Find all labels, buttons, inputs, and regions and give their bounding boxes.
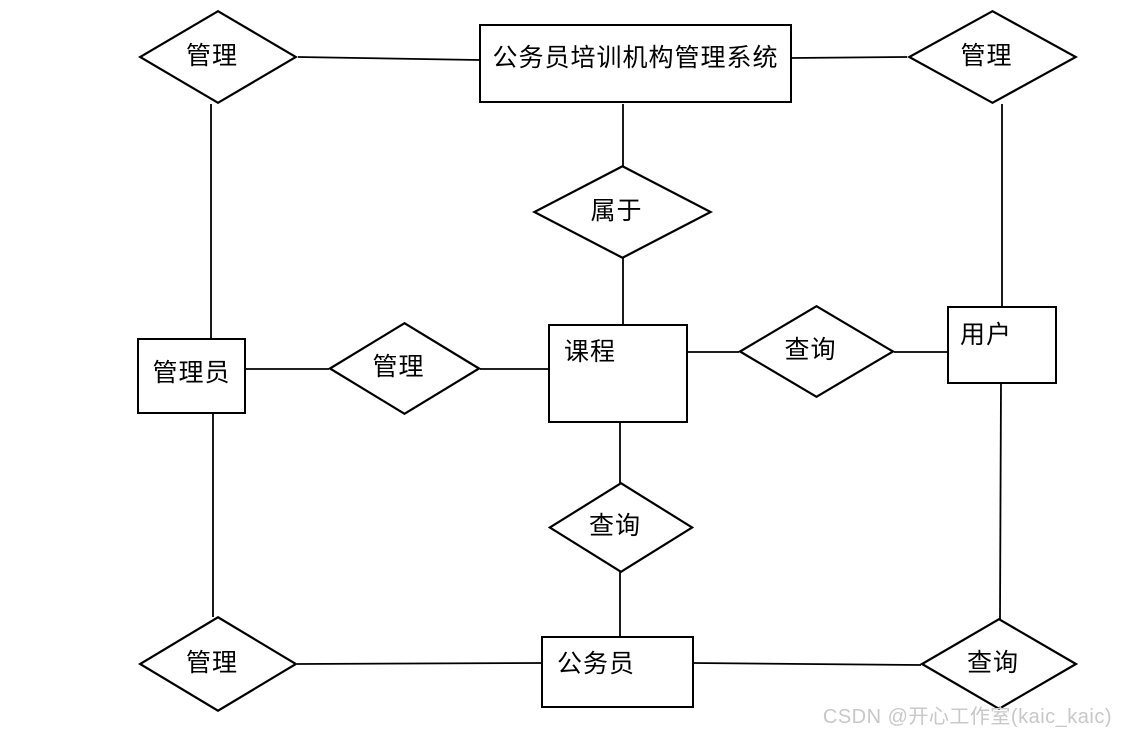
entity-course: 课程 bbox=[548, 324, 688, 423]
entity-system: 公务员培训机构管理系统 bbox=[479, 24, 792, 103]
connector-line bbox=[999, 382, 1002, 620]
relation-label: 查询 bbox=[588, 513, 641, 541]
relation-label: 查询 bbox=[966, 649, 1019, 677]
relation-query-middle-right: 查询 bbox=[738, 305, 895, 398]
diamond-shape bbox=[738, 305, 895, 398]
entity-administrator: 管理员 bbox=[137, 338, 246, 414]
diamond-shape bbox=[920, 618, 1078, 710]
relation-label: 管理 bbox=[960, 42, 1013, 70]
entity-system-label: 公务员培训机构管理系统 bbox=[492, 45, 779, 72]
entity-civil-servant: 公务员 bbox=[541, 636, 694, 708]
diamond-outline bbox=[909, 11, 1076, 103]
connector-line bbox=[296, 662, 543, 665]
diamond-shape bbox=[328, 322, 481, 415]
connector-line bbox=[791, 56, 908, 59]
relation-query-lower-middle: 查询 bbox=[548, 482, 694, 573]
diamond-outline bbox=[922, 619, 1076, 709]
diamond-outline bbox=[534, 166, 710, 258]
relation-manage-middle-left: 管理 bbox=[328, 322, 481, 415]
entity-course-label: 课程 bbox=[564, 339, 617, 366]
relation-label: 管理 bbox=[372, 354, 425, 382]
relation-belongs-to: 属于 bbox=[532, 165, 713, 259]
relation-manage-top-left: 管理 bbox=[138, 10, 298, 104]
diamond-shape bbox=[138, 10, 298, 104]
entity-user: 用户 bbox=[947, 306, 1057, 384]
relation-label: 管理 bbox=[185, 649, 238, 677]
diamond-shape bbox=[138, 616, 298, 712]
diamond-outline bbox=[140, 617, 296, 711]
watermark: CSDN @开心工作室(kaic_kaic) bbox=[822, 706, 1112, 728]
relation-label: 查询 bbox=[784, 337, 837, 365]
relation-manage-bottom-left: 管理 bbox=[138, 616, 298, 712]
diamond-outline bbox=[140, 11, 296, 103]
entity-administrator-label: 管理员 bbox=[152, 360, 231, 387]
relation-manage-top-right: 管理 bbox=[907, 10, 1078, 104]
entity-civil-servant-label: 公务员 bbox=[557, 651, 636, 678]
connector-line bbox=[297, 56, 480, 61]
diamond-shape bbox=[907, 10, 1078, 104]
diamond-outline bbox=[330, 323, 479, 414]
diamond-outline bbox=[740, 306, 893, 397]
relation-query-bottom-right: 查询 bbox=[920, 618, 1078, 710]
diamond-shape bbox=[548, 482, 694, 573]
diamond-shape bbox=[532, 165, 713, 259]
diamond-outline bbox=[550, 483, 692, 572]
entity-user-label: 用户 bbox=[960, 322, 1013, 349]
relation-label: 管理 bbox=[185, 42, 238, 70]
connector-line bbox=[692, 662, 922, 666]
relation-label: 属于 bbox=[590, 197, 643, 225]
